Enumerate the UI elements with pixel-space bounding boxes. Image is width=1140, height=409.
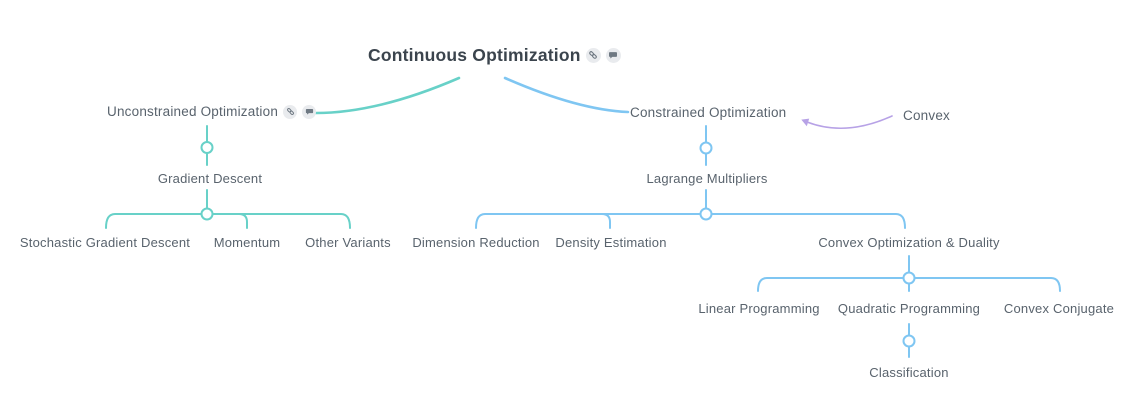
collapse-toggle-gradient-descent[interactable] [200,141,214,154]
link-icon[interactable] [585,47,601,63]
drop-density-estimation [601,213,611,229]
node-convex-conjugate[interactable]: Convex Conjugate [1003,301,1115,316]
node-classification[interactable]: Classification [869,365,949,380]
node-continuous-optimization[interactable]: Continuous Optimization [368,45,621,65]
node-stochastic-gradient-descent[interactable]: Stochastic Gradient Descent [19,235,191,250]
node-quadratic-programming[interactable]: Quadratic Programming [837,301,981,316]
node-lagrange-multipliers[interactable]: Lagrange Multipliers [646,171,768,186]
bracket-gradient-children [105,213,351,229]
note-icon[interactable] [605,47,621,63]
collapse-toggle-convexopt-children[interactable] [902,271,916,285]
node-linear-programming[interactable]: Linear Programming [698,301,820,316]
node-unconstrained-optimization[interactable]: Unconstrained Optimization [107,104,317,120]
node-constrained-optimization[interactable]: Constrained Optimization [630,105,787,120]
collapse-toggle-classification[interactable] [902,334,916,348]
node-momentum[interactable]: Momentum [213,235,281,250]
node-density-estimation[interactable]: Density Estimation [555,235,667,250]
collapse-toggle-gradient-children[interactable] [200,207,214,221]
node-convex-annotation[interactable]: Convex [903,108,950,123]
bracket-lagrange-children [475,213,906,229]
node-convex-optimization-duality[interactable]: Convex Optimization & Duality [818,235,1000,250]
blue-branch-edges [475,76,1061,358]
node-gradient-descent[interactable]: Gradient Descent [157,171,263,186]
unconstrained-node-label: Unconstrained Optimization [107,104,279,119]
edge-root-constrained [503,76,630,114]
node-dimension-reduction[interactable]: Dimension Reduction [412,235,540,250]
node-other-variants[interactable]: Other Variants [305,235,391,250]
teal-branch-edges [105,76,461,229]
annotation-arrow [801,115,893,130]
annotation-arrow-curve [806,115,893,130]
note-icon[interactable] [302,104,317,119]
annotation-arrowhead [801,118,810,127]
collapse-toggle-lagrange[interactable] [699,141,713,155]
root-node-label: Continuous Optimization [368,45,581,65]
edge-root-unconstrained [314,76,461,115]
drop-momentum [238,213,248,229]
collapse-toggle-lagrange-children[interactable] [699,207,713,221]
link-icon[interactable] [283,104,298,119]
